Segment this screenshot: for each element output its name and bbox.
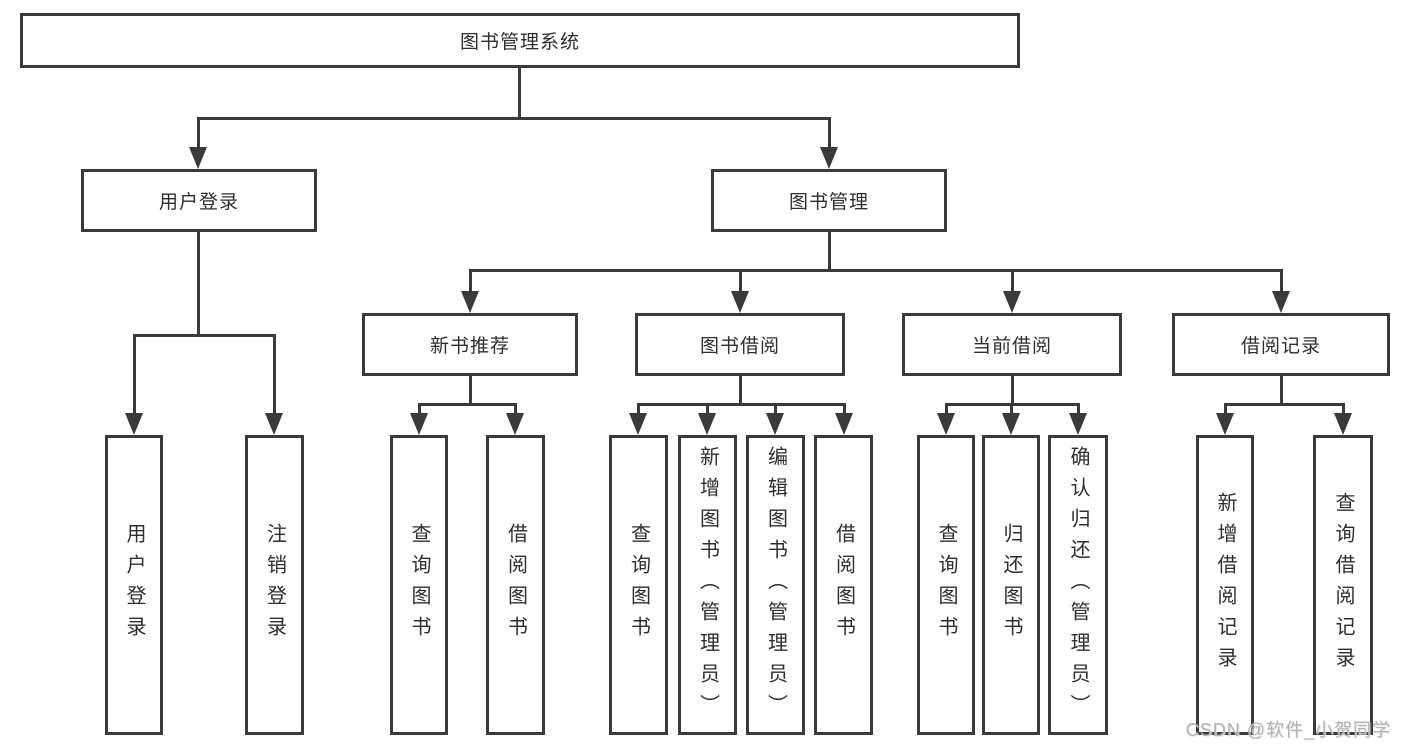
- connector-line: [1342, 403, 1345, 415]
- node-user-login: 用户登录: [81, 169, 317, 232]
- node-new-book-recommend: 新书推荐: [362, 313, 578, 376]
- arrowhead-down: [125, 413, 143, 435]
- connector-line: [133, 334, 276, 337]
- connector-line: [1011, 376, 1014, 406]
- leaf-add-books-admin-label: 新增图书（管理员）: [696, 445, 719, 725]
- connector-line: [706, 403, 709, 415]
- node-current-borrow-label: 当前借阅: [971, 336, 1052, 357]
- connector-line: [637, 403, 845, 406]
- node-book-borrow: 图书借阅: [635, 313, 845, 376]
- arrowhead-down: [1216, 413, 1234, 435]
- leaf-add-borrow-record: 新增借阅记录: [1196, 435, 1254, 735]
- arrowhead-down: [766, 413, 784, 435]
- leaf-logout: 注销登录: [245, 435, 304, 735]
- leaf-confirm-return-admin-label: 确认归还（管理员）: [1067, 445, 1089, 725]
- connector-line: [518, 68, 521, 120]
- connector-line: [469, 269, 1282, 272]
- connector-line: [637, 403, 640, 415]
- arrowhead-down: [698, 413, 716, 435]
- node-book-management-label: 图书管理: [788, 192, 869, 213]
- leaf-borrow-books: 借阅图书: [814, 435, 873, 735]
- arrowhead-down: [410, 413, 428, 435]
- leaf-borrow-books-recommend-label: 借阅图书: [504, 523, 527, 647]
- leaf-confirm-return-admin: 确认归还（管理员）: [1048, 435, 1108, 735]
- leaf-query-borrow-record: 查询借阅记录: [1313, 435, 1373, 735]
- connector-line: [273, 334, 276, 416]
- connector-line: [739, 269, 742, 293]
- leaf-add-borrow-record-label: 新增借阅记录: [1214, 492, 1236, 678]
- leaf-borrow-books-recommend: 借阅图书: [486, 435, 545, 735]
- connector-line: [1011, 269, 1014, 293]
- csdn-watermark: CSDN @软件_小贺同学: [1185, 720, 1391, 740]
- connector-line: [828, 232, 831, 272]
- arrowhead-down: [461, 291, 479, 313]
- arrowhead-down: [629, 413, 647, 435]
- node-new-book-recommend-label: 新书推荐: [429, 336, 510, 357]
- node-book-management: 图书管理: [711, 169, 947, 232]
- arrowhead-down: [189, 147, 207, 169]
- leaf-edit-books-admin-label: 编辑图书（管理员）: [764, 445, 787, 725]
- leaf-logout-label: 注销登录: [263, 523, 286, 647]
- node-current-borrow: 当前借阅: [902, 313, 1122, 376]
- leaf-return-books-label: 归还图书: [1000, 523, 1022, 647]
- connector-line: [945, 403, 948, 415]
- arrowhead-down: [1069, 413, 1087, 435]
- node-borrow-records-label: 借阅记录: [1240, 336, 1321, 357]
- leaf-query-books-recommend-label: 查询图书: [408, 523, 430, 647]
- leaf-edit-books-admin: 编辑图书（管理员）: [746, 435, 805, 735]
- node-borrow-records: 借阅记录: [1172, 313, 1390, 376]
- connector-line: [774, 403, 777, 415]
- connector-line: [1077, 403, 1080, 415]
- connector-line: [133, 334, 136, 416]
- arrowhead-down: [820, 147, 838, 169]
- node-root-label: 图书管理系统: [459, 32, 580, 53]
- connector-line: [739, 376, 742, 406]
- connector-line: [469, 269, 472, 293]
- connector-line: [197, 117, 831, 120]
- leaf-query-books-borrow-label: 查询图书: [627, 523, 650, 647]
- connector-line: [828, 117, 831, 149]
- arrowhead-down: [731, 291, 749, 313]
- connector-line: [469, 376, 472, 406]
- connector-line: [1224, 403, 1227, 415]
- leaf-user-login-label: 用户登录: [123, 523, 145, 647]
- connector-line: [418, 403, 517, 406]
- connector-line: [1224, 403, 1344, 406]
- arrowhead-down: [1334, 413, 1352, 435]
- arrowhead-down: [1003, 291, 1021, 313]
- arrowhead-down: [937, 413, 955, 435]
- node-book-borrow-label: 图书借阅: [699, 336, 780, 357]
- arrowhead-down: [265, 413, 283, 435]
- connector-line: [843, 403, 846, 415]
- connector-line: [514, 403, 517, 415]
- connector-line: [418, 403, 421, 415]
- connector-line: [1010, 403, 1013, 415]
- connector-line: [1280, 269, 1283, 293]
- arrowhead-down: [506, 413, 524, 435]
- node-root: 图书管理系统: [20, 13, 1020, 68]
- arrowhead-down: [1002, 413, 1020, 435]
- connector-line: [1280, 376, 1283, 406]
- leaf-query-books-current-label: 查询图书: [935, 523, 957, 647]
- arrowhead-down: [835, 413, 853, 435]
- leaf-add-books-admin: 新增图书（管理员）: [678, 435, 737, 735]
- leaf-query-borrow-record-label: 查询借阅记录: [1332, 492, 1354, 678]
- connector-line: [197, 117, 200, 149]
- connector-line: [197, 232, 200, 337]
- node-user-login-label: 用户登录: [158, 192, 239, 213]
- leaf-query-books-recommend: 查询图书: [390, 435, 448, 735]
- leaf-borrow-books-label: 借阅图书: [832, 523, 855, 647]
- leaf-return-books: 归还图书: [982, 435, 1040, 735]
- leaf-user-login: 用户登录: [105, 435, 163, 735]
- arrowhead-down: [1272, 291, 1290, 313]
- leaf-query-books-borrow: 查询图书: [609, 435, 668, 735]
- leaf-query-books-current: 查询图书: [917, 435, 975, 735]
